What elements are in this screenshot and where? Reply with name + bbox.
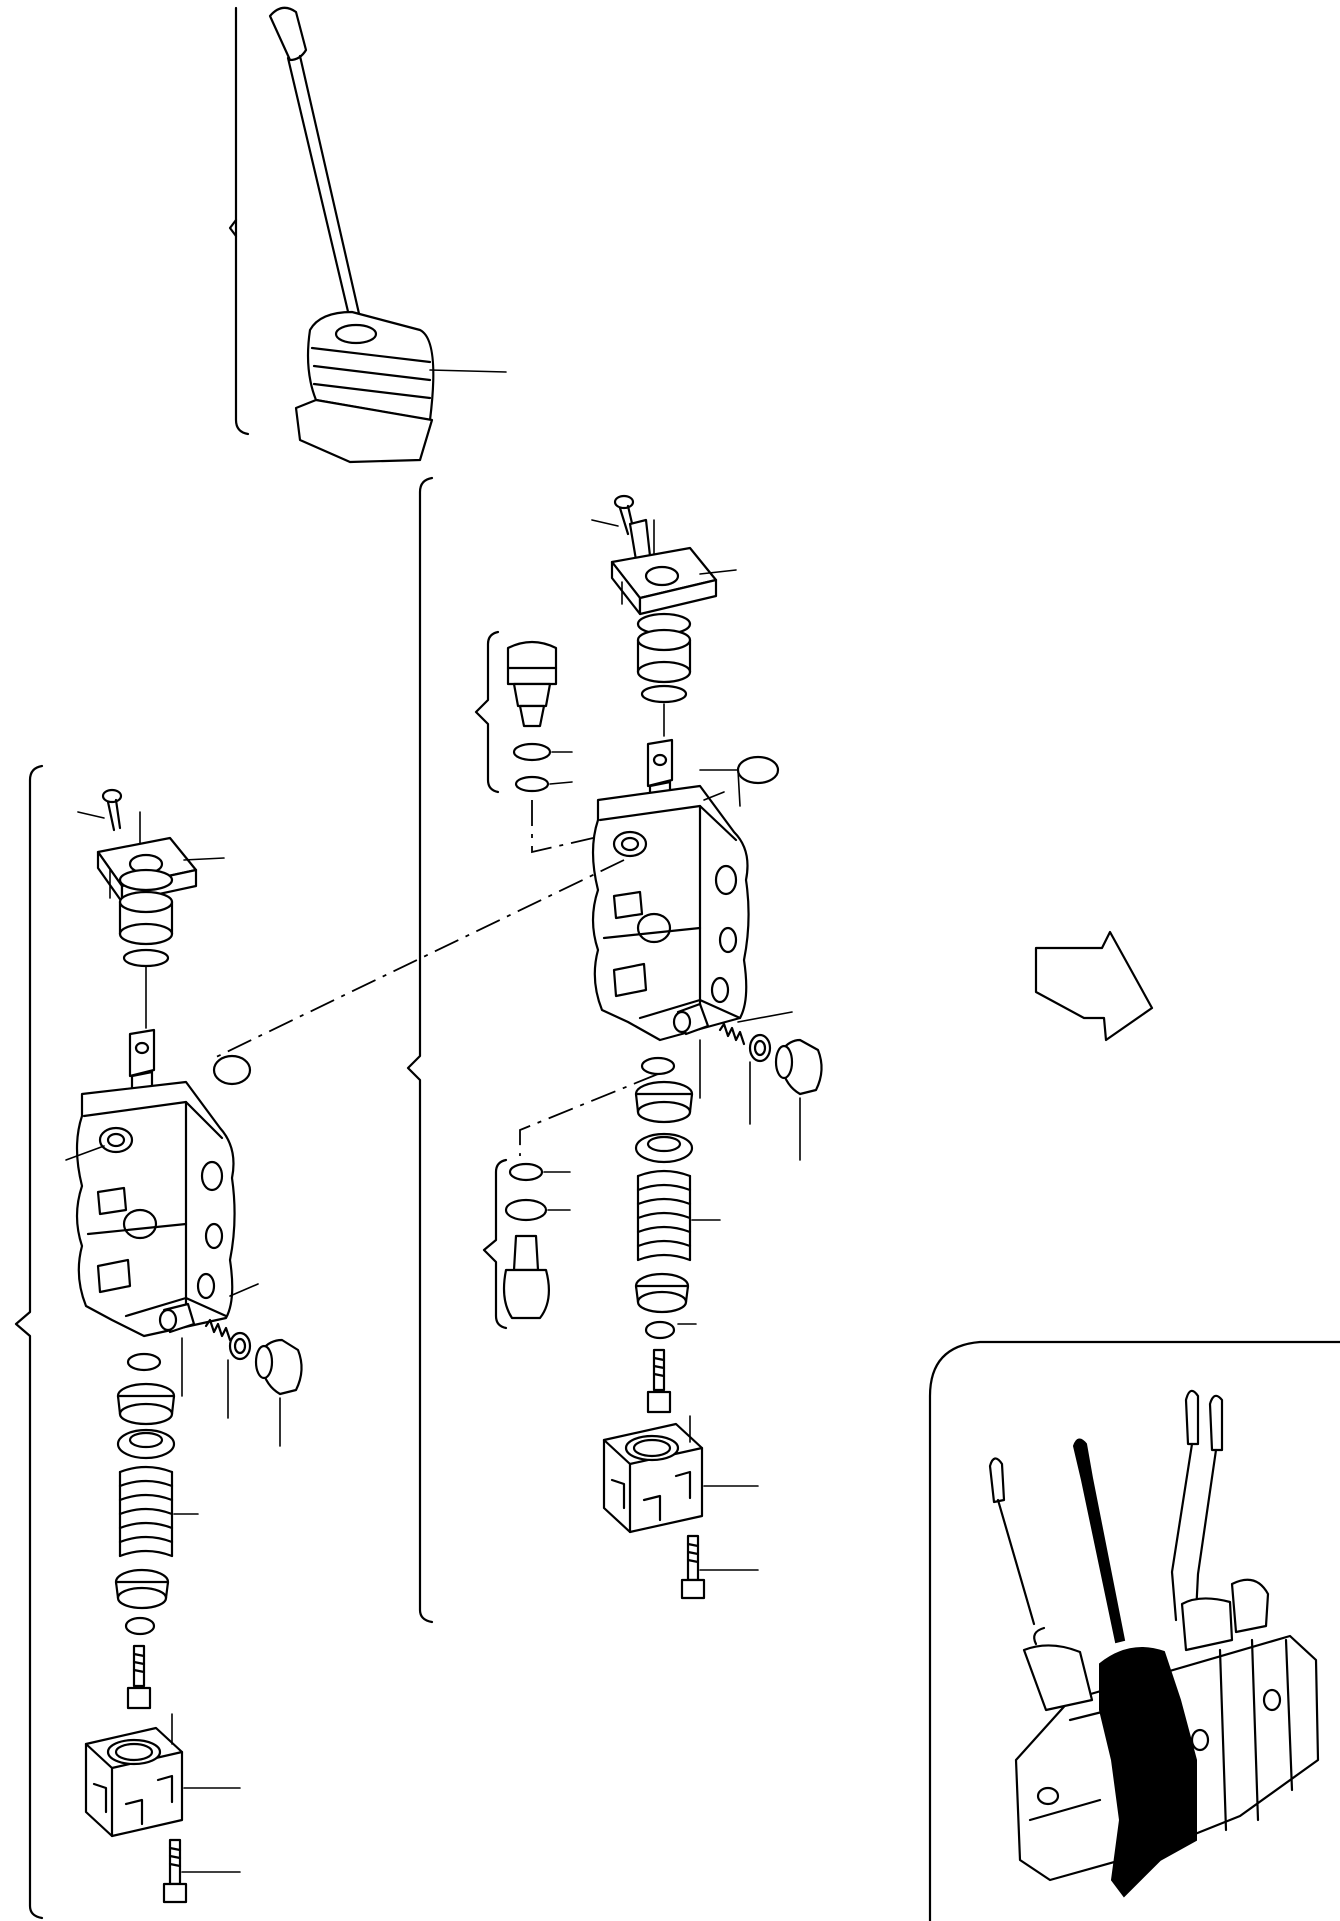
seal-stack-left: [118, 868, 174, 968]
o-ring-left-top: [212, 1054, 252, 1086]
check-plug-left: [254, 1338, 303, 1396]
o-ring-right-lower: [640, 1056, 676, 1076]
end-cap-right: [602, 1422, 704, 1534]
lever-handle-knob: [268, 6, 308, 62]
small-washer-right: [644, 1320, 676, 1340]
rubber-boot: [294, 310, 435, 464]
inset-frame: [928, 1340, 1340, 1921]
spring-cup-lower-right: [634, 1272, 690, 1314]
end-cap-bolt-left: [162, 1838, 188, 1904]
leader-cover-plate-left: [183, 857, 225, 861]
check-poppet-left: [158, 1302, 196, 1334]
control-lever-assembly: [228, 6, 507, 464]
main-spring-right: [636, 1169, 692, 1262]
left-valve-assembly: [14, 764, 303, 1920]
cartridge-bracket-lower: [482, 1158, 508, 1330]
o-ring-right-top: [736, 755, 780, 785]
valve-body-left: [75, 1080, 236, 1338]
leader-boot: [429, 369, 507, 373]
spring-washer-left: [116, 1428, 176, 1460]
o-ring-left-lower: [126, 1352, 162, 1372]
cover-plate-right: [610, 546, 718, 616]
assembly-bracket-top: [234, 6, 250, 436]
cartridge-bracket-upper: [474, 630, 500, 794]
spring-cup-upper-left: [116, 1382, 176, 1426]
valve-body-right: [591, 784, 750, 1042]
clevis-pin-right: [628, 518, 652, 562]
main-spring-left: [118, 1465, 174, 1558]
inset-highlighted-section: [1099, 1647, 1197, 1898]
inset-highlighted-lever: [1072, 1438, 1126, 1644]
cover-screw-left: [101, 788, 123, 832]
check-washer-left: [228, 1331, 252, 1361]
spool-screw-right: [646, 1348, 672, 1414]
check-poppet-right: [672, 1002, 710, 1036]
assembly-bracket-left: [14, 764, 44, 1920]
cover-screw-right: [613, 494, 636, 536]
check-spring-left: [204, 1318, 232, 1342]
end-cap-left: [84, 1726, 184, 1838]
check-spring-right: [718, 1022, 746, 1046]
end-cap-bolt-right: [680, 1534, 706, 1600]
assembly-bracket-right: [406, 476, 434, 1624]
alignment-line-body: [209, 859, 625, 1061]
spool-screw-left: [126, 1644, 152, 1710]
lever-rod: [286, 54, 362, 322]
direction-arrow-icon: [1034, 930, 1154, 1042]
inset-location-view: [928, 1340, 1340, 1921]
relief-cartridge-upper: [506, 640, 558, 793]
leader-cover-plate-right: [699, 569, 737, 575]
spring-cup-lower-left: [114, 1568, 170, 1610]
seal-stack-right: [636, 612, 692, 704]
check-plug-right: [774, 1038, 823, 1096]
spring-cup-upper-right: [634, 1080, 694, 1124]
spring-washer-right: [634, 1132, 694, 1164]
small-washer-left: [124, 1616, 156, 1636]
check-washer-right: [748, 1033, 772, 1063]
relief-cartridge-lower: [502, 1162, 551, 1320]
right-valve-assembly: [209, 476, 823, 1624]
